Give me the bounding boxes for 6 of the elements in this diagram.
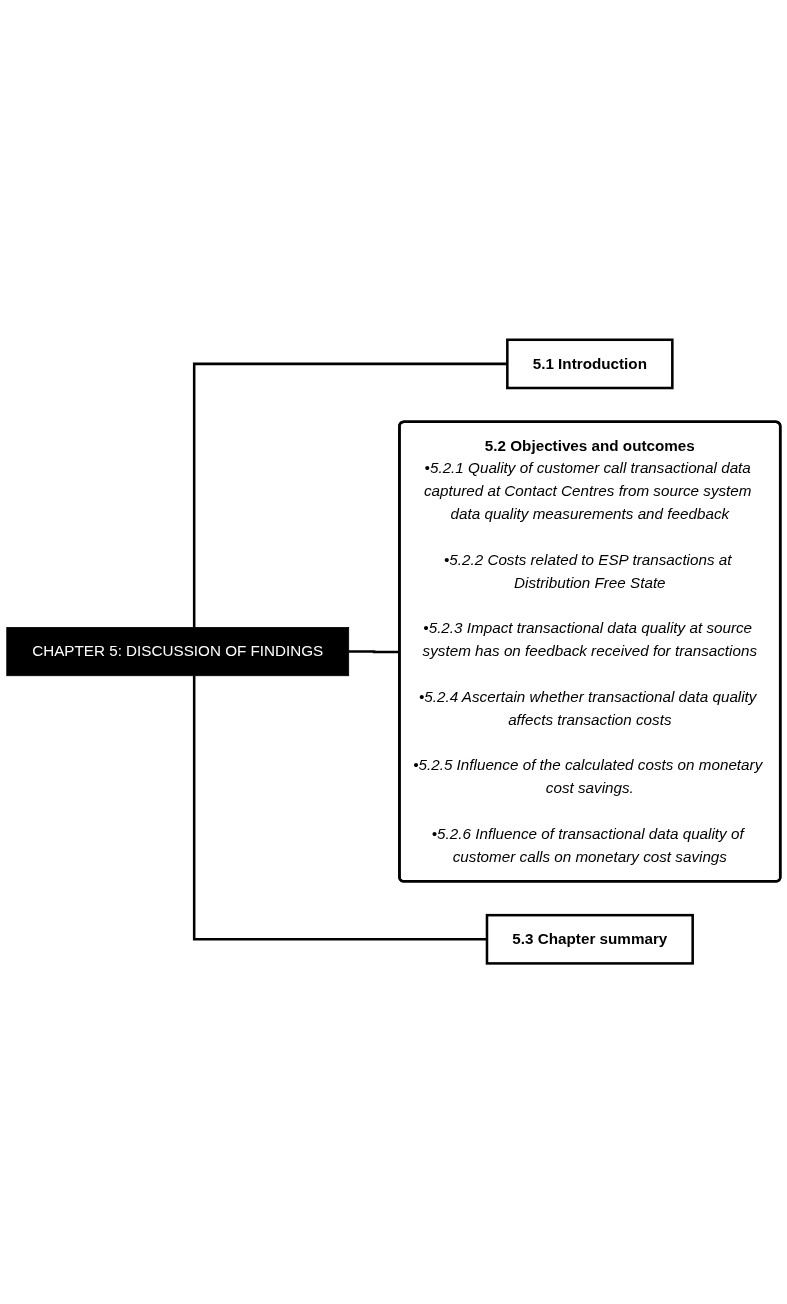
node-box: 5.3 Chapter summary — [485, 914, 694, 966]
connector — [192, 363, 508, 628]
connector — [192, 676, 487, 941]
connector — [347, 650, 400, 654]
node-box: CHAPTER 5: DISCUSSION OF FINDINGS — [6, 627, 350, 677]
node-box: 5.1 Introduction — [506, 338, 674, 390]
